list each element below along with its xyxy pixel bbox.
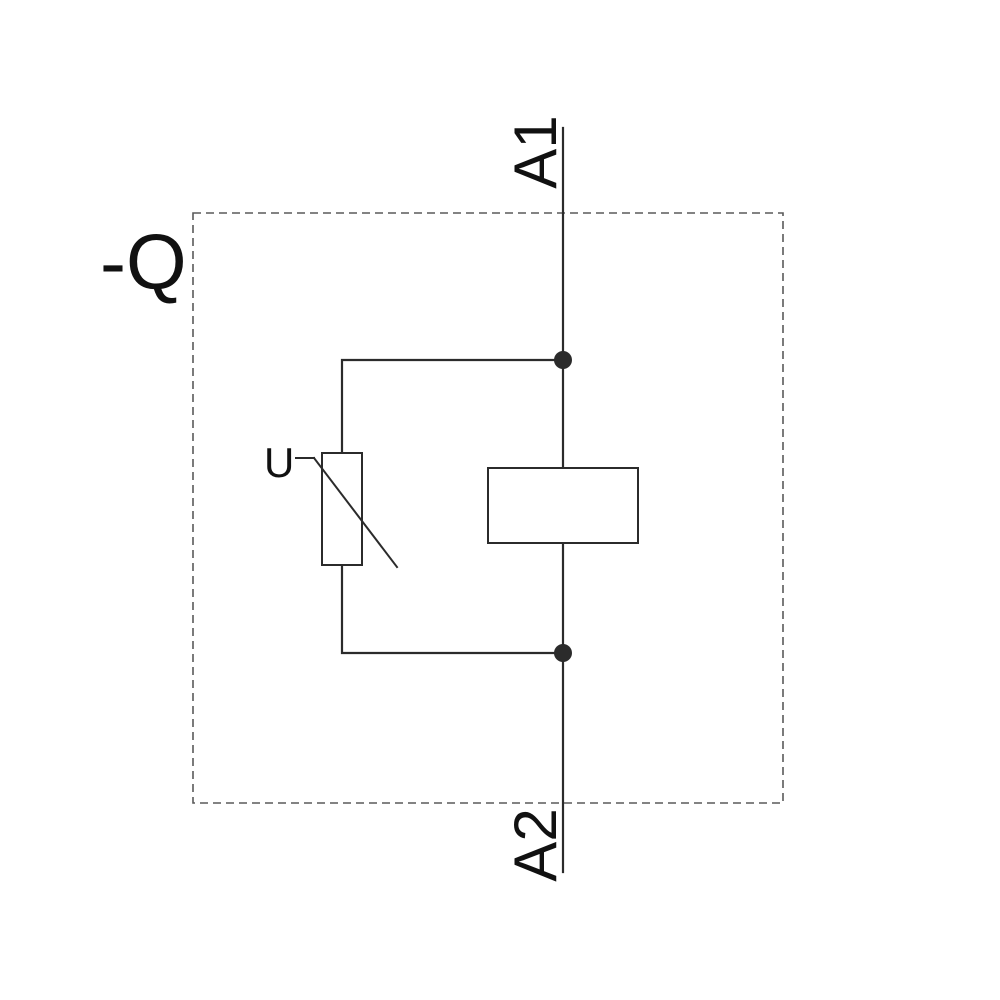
labels-group: -Q A1 A2 U — [100, 115, 569, 881]
varistor-body — [321, 452, 363, 566]
varistor-diagonal-group — [295, 456, 399, 569]
varistor-branch-upper-wire — [340, 358, 565, 455]
terminal-a1-label: A1 — [502, 115, 569, 188]
coil-body — [487, 467, 639, 544]
varistor-diagonal-stroke — [312, 456, 399, 569]
junction-dot-top — [554, 351, 572, 369]
terminal-a2-label: A2 — [502, 808, 569, 881]
junction-dot-bottom — [554, 644, 572, 662]
junction-dots-group — [554, 351, 572, 662]
varistor-voltage-label: U — [264, 439, 294, 486]
device-tag-label: -Q — [100, 218, 187, 306]
module-boundary-box — [192, 212, 784, 804]
varistor-branch-lower-wire — [340, 563, 565, 655]
